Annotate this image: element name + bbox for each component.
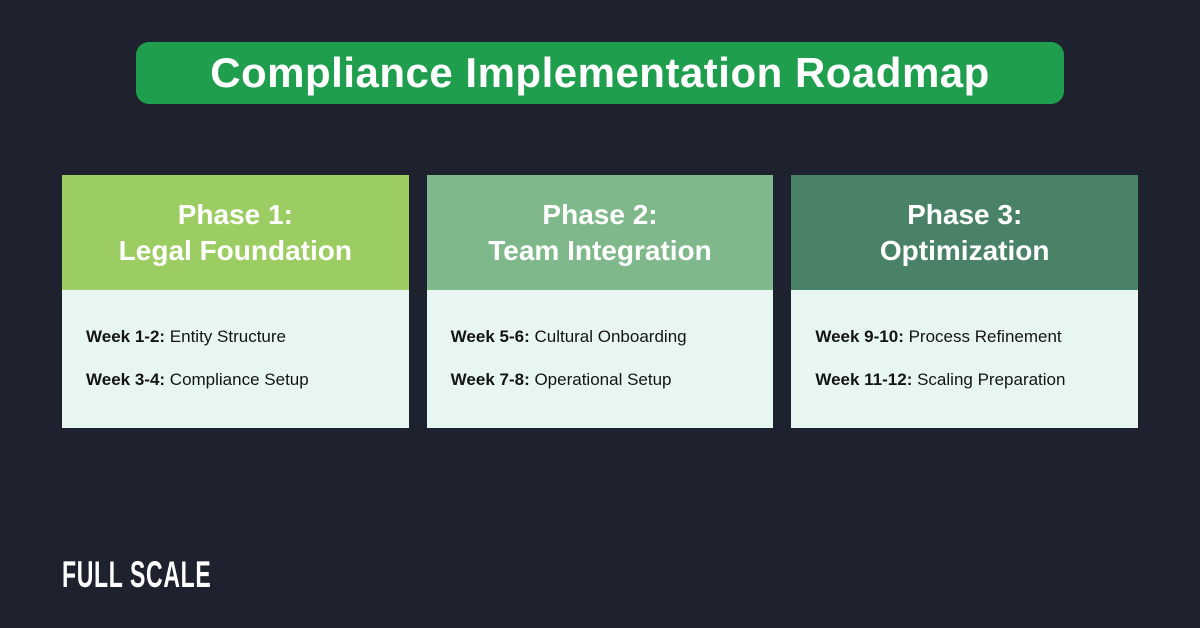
week-label: Week 9-10:: [815, 327, 904, 346]
week-label: Week 11-12:: [815, 370, 913, 389]
phase-1-body: Week 1-2: Entity Structure Week 3-4: Com…: [62, 290, 409, 428]
week-item: Week 9-10: Process Refinement: [815, 327, 1130, 347]
week-text: Scaling Preparation: [912, 370, 1066, 389]
week-item: Week 1-2: Entity Structure: [86, 327, 401, 347]
week-item: Week 7-8: Operational Setup: [451, 370, 766, 390]
phase-2-name-line1: Phase 2:: [542, 199, 658, 231]
week-text: Operational Setup: [529, 370, 672, 389]
phase-3-header: Phase 3: Optimization: [791, 175, 1139, 290]
phase-2-name-line2: Team Integration: [488, 234, 712, 266]
week-label: Week 3-4:: [86, 370, 166, 389]
title-banner: Compliance Implementation Roadmap: [136, 42, 1064, 104]
phase-2-body: Week 5-6: Cultural Onboarding Week 7-8: …: [426, 290, 774, 428]
phase-card-3: Phase 3: Optimization Week 9-10: Process…: [791, 175, 1139, 428]
phase-3-name-line2: Optimization: [879, 234, 1050, 266]
phase-1-header: Phase 1: Legal Foundation: [62, 175, 409, 290]
week-item: Week 3-4: Compliance Setup: [86, 370, 401, 390]
week-text: Cultural Onboarding: [529, 327, 687, 346]
week-label: Week 1-2:: [86, 327, 166, 346]
phase-card-2: Phase 2: Team Integration Week 5-6: Cult…: [426, 175, 774, 428]
phases-row: Phase 1: Legal Foundation Week 1-2: Enti…: [62, 175, 1139, 428]
week-text: Compliance Setup: [165, 370, 309, 389]
phase-card-1: Phase 1: Legal Foundation Week 1-2: Enti…: [62, 175, 409, 428]
phase-1-name-line1: Phase 1:: [177, 199, 293, 231]
week-text: Entity Structure: [165, 327, 286, 346]
phase-3-name-line1: Phase 3:: [907, 199, 1023, 231]
week-label: Week 5-6:: [450, 327, 530, 346]
full-scale-logo: FULL SCALE: [62, 553, 212, 596]
phase-1-name-line2: Legal Foundation: [118, 234, 352, 266]
phase-2-header: Phase 2: Team Integration: [426, 175, 774, 290]
week-item: Week 5-6: Cultural Onboarding: [451, 327, 766, 347]
phase-3-body: Week 9-10: Process Refinement Week 11-12…: [791, 290, 1139, 428]
week-text: Process Refinement: [903, 327, 1062, 346]
page-title: Compliance Implementation Roadmap: [210, 49, 990, 96]
week-label: Week 7-8:: [450, 370, 530, 389]
week-item: Week 11-12: Scaling Preparation: [815, 370, 1130, 390]
